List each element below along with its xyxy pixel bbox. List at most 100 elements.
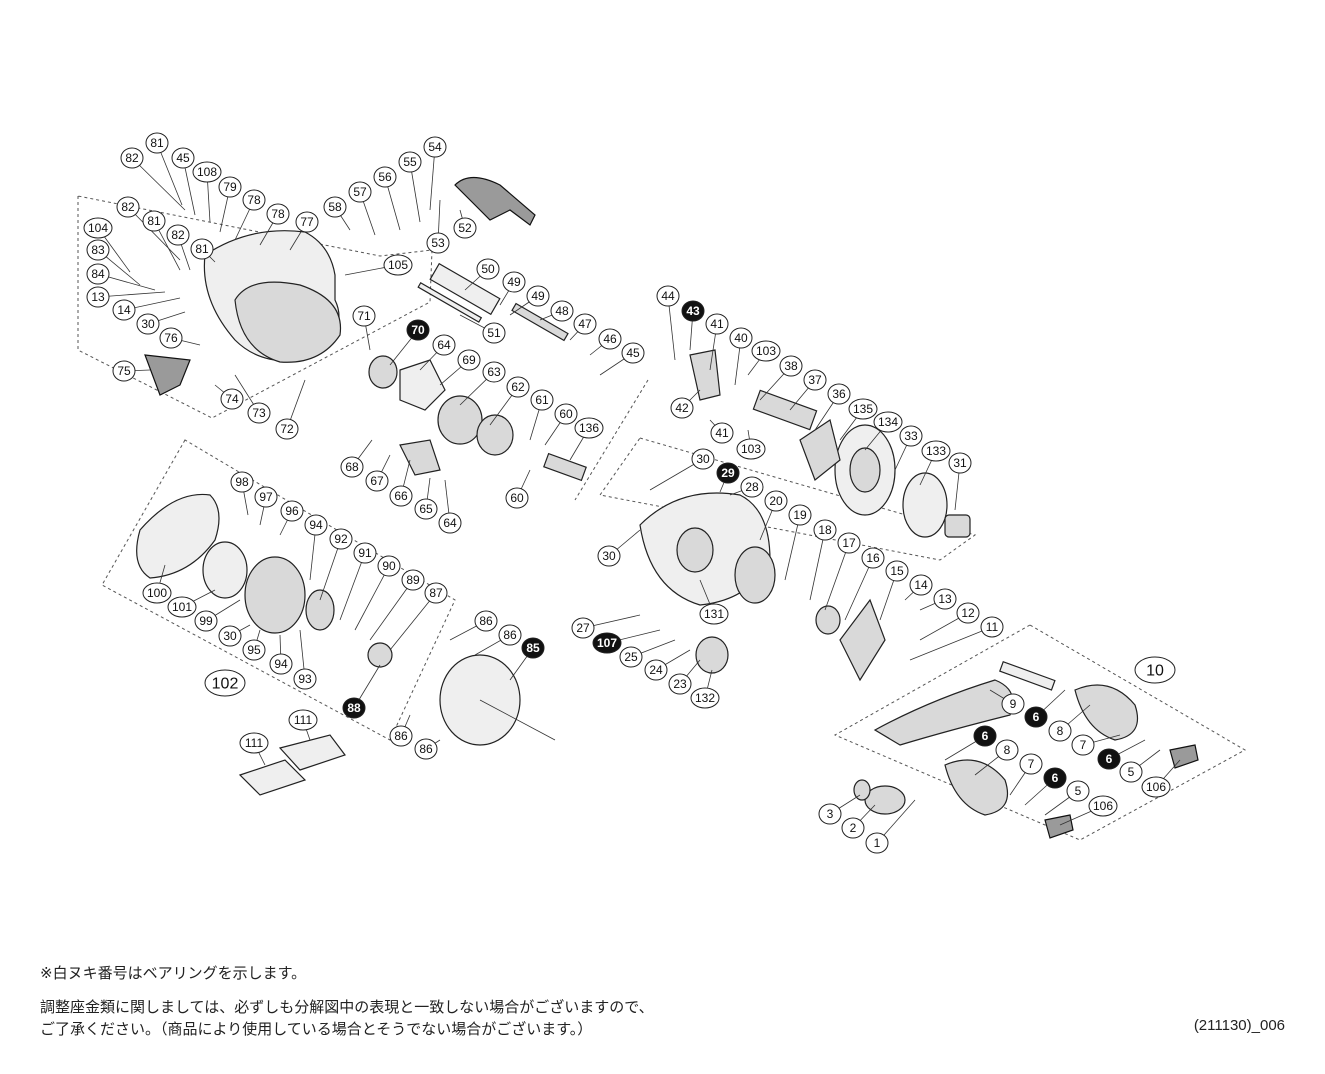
part-number: 46 [603,332,617,346]
leader-line [131,157,186,211]
part-label-94: 94 [269,653,293,675]
ring-3 [853,779,871,801]
part-number: 6 [1052,771,1059,785]
part-label-71: 71 [352,305,376,327]
part-number: 30 [696,452,710,466]
part-number: 103 [756,344,776,358]
part-number: 30 [223,629,237,643]
part-number: 98 [235,475,249,489]
part-number: 135 [853,402,873,416]
part-label-135: 135 [848,398,878,420]
worm-shaft-48 [511,302,569,342]
part-number: 8 [1004,743,1011,757]
part-number: 105 [388,258,408,272]
part-label-103: 103 [751,340,781,362]
part-number: 94 [274,657,288,671]
part-label-8: 8 [995,739,1019,761]
part-label-51: 51 [482,322,506,344]
frame-body [234,281,342,363]
part-label-82: 82 [120,147,144,169]
part-number: 133 [926,444,946,458]
bearing-footnote: ※白ヌキ番号はベアリングを示します。 [40,964,307,982]
part-label-30: 30 [597,545,621,567]
part-number: 38 [784,359,798,373]
part-number: 64 [443,516,457,530]
part-label-103: 103 [736,438,766,460]
knob-cap-106b [1044,814,1074,839]
collar-20 [734,546,776,604]
part-number: 42 [675,401,689,415]
nut-2 [864,785,906,815]
part-label-23: 23 [668,673,692,695]
part-number: 91 [358,546,372,560]
part-number: 41 [710,317,724,331]
part-label-88: 88 [342,697,366,719]
leader-line [824,542,850,611]
pin-51 [417,281,483,323]
part-label-105: 105 [383,254,413,276]
sleeve-31 [944,514,971,538]
part-number: 111 [294,713,313,727]
part-label-8: 8 [1048,720,1072,742]
part-number: 54 [428,140,442,154]
part-number: 60 [510,491,524,505]
part-label-92: 92 [329,528,353,550]
part-label-13: 13 [933,588,957,610]
part-label-86: 86 [414,738,438,760]
part-label-66: 66 [389,485,413,507]
part-label-52: 52 [453,217,477,239]
part-label-41: 41 [710,422,734,444]
part-number: 17 [842,536,856,550]
part-number: 15 [890,564,904,578]
part-label-60: 60 [554,403,578,425]
part-number: 84 [91,267,105,281]
part-number: 111 [245,736,264,750]
part-label-37: 37 [803,369,827,391]
part-number: 29 [721,466,735,480]
part-number: 28 [745,480,759,494]
part-number: 18 [818,523,832,537]
clutch-29 [676,527,714,573]
leader-line [809,529,826,601]
part-number: 74 [225,392,239,406]
part-label-13: 13 [86,286,110,308]
weight-111b [278,734,346,771]
part-label-102: 102 [204,669,246,697]
part-label-1: 1 [865,832,889,854]
part-number: 79 [223,180,237,194]
part-label-77: 77 [295,211,319,233]
part-label-81: 81 [190,238,214,260]
plate-69 [399,359,446,411]
part-label-11: 11 [980,616,1004,638]
part-number: 72 [280,422,294,436]
part-number: 24 [649,663,663,677]
part-number: 131 [704,607,724,621]
part-label-85: 85 [521,637,545,659]
part-number: 93 [298,672,312,686]
part-label-33: 33 [899,425,923,447]
part-number: 94 [309,518,323,532]
part-number: 23 [673,677,687,691]
part-label-84: 84 [86,263,110,285]
part-number: 13 [938,592,952,606]
part-number: 48 [555,304,569,318]
part-label-6: 6 [1024,706,1048,728]
part-label-30: 30 [691,448,715,470]
part-number: 86 [479,614,493,628]
part-number: 81 [150,136,164,150]
part-label-9: 9 [1001,693,1025,715]
part-number: 66 [394,489,408,503]
part-label-74: 74 [220,388,244,410]
part-number: 8 [1057,724,1064,738]
weight-111a [238,759,307,796]
part-number: 37 [808,373,822,387]
part-label-101: 101 [167,596,197,618]
part-label-38: 38 [779,355,803,377]
part-number: 7 [1080,738,1087,752]
part-number: 55 [403,155,417,169]
part-label-6: 6 [1097,748,1121,770]
part-label-2: 2 [841,817,865,839]
diagram-code: (211130)_006 [1193,1017,1285,1034]
